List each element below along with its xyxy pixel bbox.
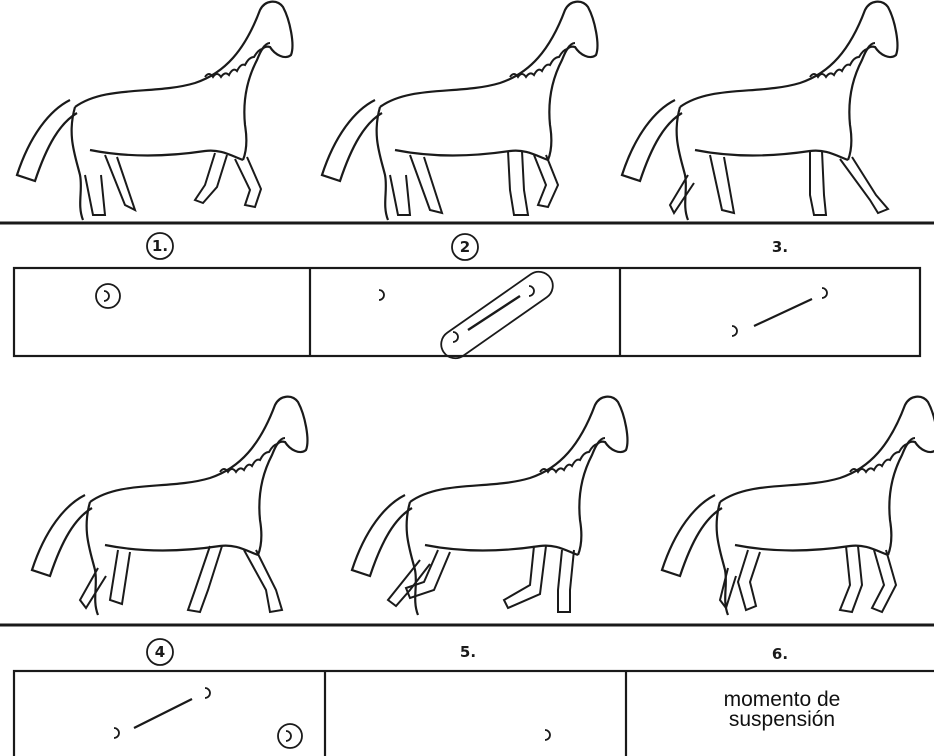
svg-text:1.: 1. bbox=[152, 237, 168, 255]
svg-text:3.: 3. bbox=[772, 238, 788, 256]
suspension-note: momento de suspensión bbox=[672, 690, 892, 730]
hoofprint-4b bbox=[278, 724, 302, 748]
diagonal-pair-4 bbox=[114, 688, 210, 738]
diagonal-pair-3 bbox=[732, 288, 827, 336]
step-label-3: 3. bbox=[772, 238, 788, 256]
step-label-6: 6. bbox=[772, 645, 788, 663]
step-label-4: 4 bbox=[147, 639, 173, 665]
svg-text:2: 2 bbox=[460, 238, 470, 256]
horse-figure-4 bbox=[32, 397, 307, 615]
hoofprint-5a bbox=[545, 730, 550, 740]
svg-text:5.: 5. bbox=[460, 643, 476, 661]
step-label-1: 1. bbox=[147, 233, 173, 259]
diagonal-pair-2 bbox=[436, 266, 559, 364]
horse-figure-6 bbox=[662, 397, 934, 615]
horse-figure-2 bbox=[322, 2, 597, 220]
svg-text:4: 4 bbox=[155, 643, 165, 661]
hoofprint-2a bbox=[379, 290, 384, 300]
horse-figure-3 bbox=[622, 2, 897, 220]
horse-figure-1 bbox=[17, 2, 292, 220]
step-label-5: 5. bbox=[460, 643, 476, 661]
step-label-2: 2 bbox=[452, 234, 478, 260]
horse-figure-5 bbox=[352, 397, 627, 615]
hoofprint-1a bbox=[96, 284, 120, 308]
svg-text:6.: 6. bbox=[772, 645, 788, 663]
